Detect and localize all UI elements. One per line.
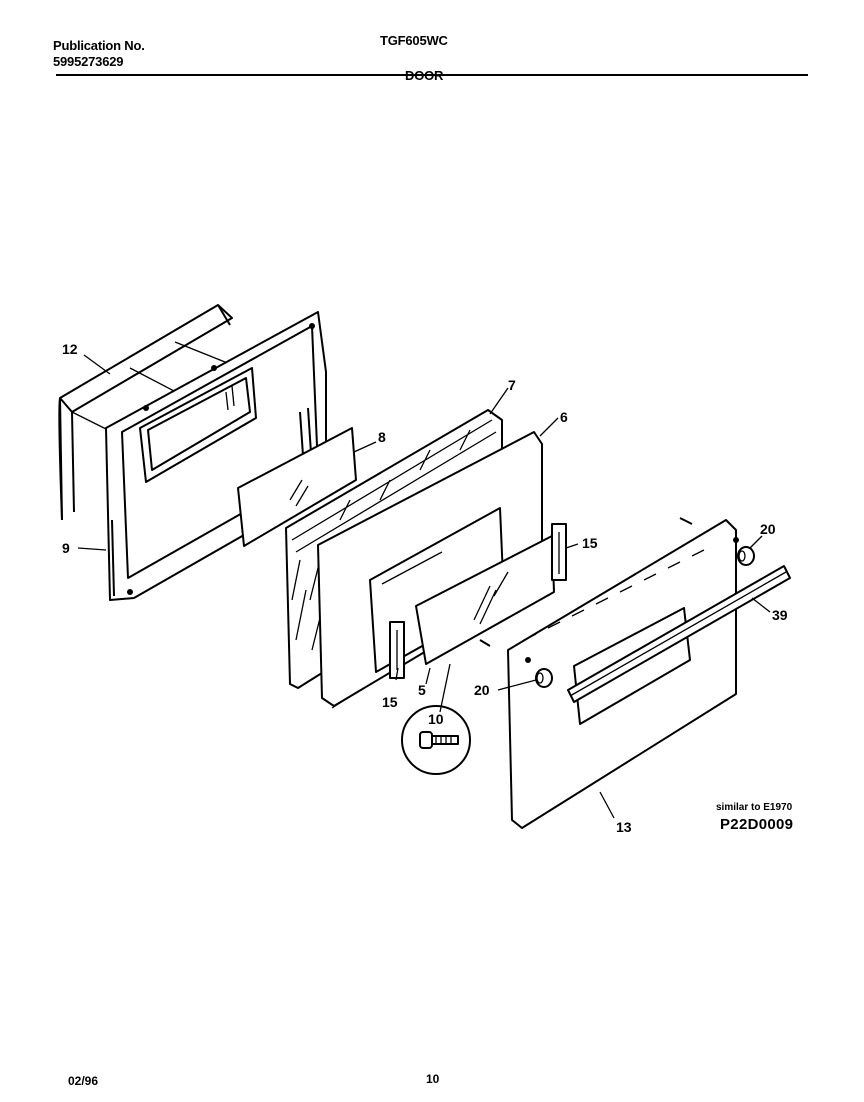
model-number: TGF605WC (380, 33, 448, 48)
callout-20-left: 20 (474, 682, 490, 698)
publication-number: 5995273629 (53, 54, 124, 69)
callout-20-right: 20 (760, 521, 776, 537)
hinge-bracket-left (389, 621, 405, 679)
callout-7: 7 (508, 377, 516, 393)
handle-endcap-left (535, 668, 553, 688)
callout-8: 8 (378, 429, 386, 445)
similar-note: similar to E1970 (716, 802, 793, 813)
drawing-reference: P22D0009 (720, 816, 794, 833)
callout-9: 9 (62, 540, 70, 556)
inner-glass-panel (237, 427, 357, 547)
callout-39: 39 (772, 607, 788, 623)
publication-label: Publication No. (53, 38, 145, 53)
callout-15-right: 15 (582, 535, 598, 551)
callout-15-left: 15 (382, 694, 398, 710)
callout-6: 6 (560, 409, 568, 425)
handle-endcap-right (737, 546, 755, 566)
footer-date: 02/96 (68, 1074, 99, 1088)
page-number: 10 (426, 1072, 440, 1086)
callout-10: 10 (428, 711, 444, 727)
leader-lines (77, 354, 771, 819)
callout-13: 13 (616, 819, 632, 835)
callout-12: 12 (62, 341, 78, 357)
header-rule (56, 74, 808, 76)
door-gasket (58, 397, 63, 521)
small-screws (479, 517, 693, 647)
callout-5: 5 (418, 682, 426, 698)
screw-detail (401, 705, 471, 775)
window-glass (415, 535, 555, 665)
door-handle (567, 565, 791, 703)
hinge-bracket-right (551, 523, 567, 581)
